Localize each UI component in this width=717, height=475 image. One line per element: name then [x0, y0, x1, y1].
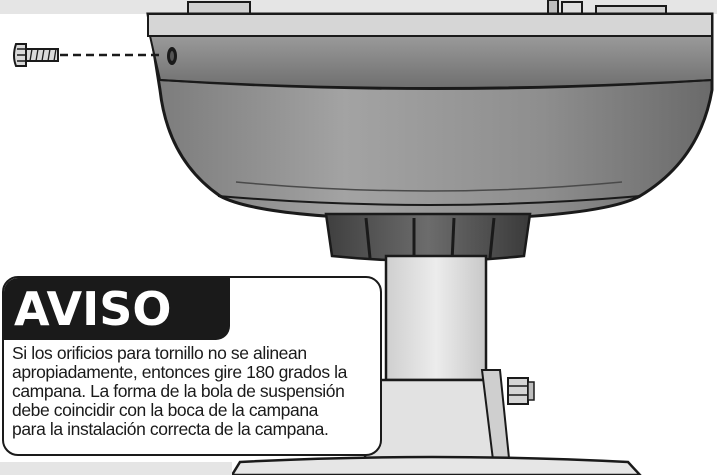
motor-housing	[230, 455, 642, 475]
bottom-band	[0, 462, 232, 475]
notice-box: AVISO Si los orificios para tornillo no …	[2, 276, 382, 456]
notice-line: campana. La forma de la bola de suspensi…	[12, 381, 345, 401]
notice-line: debe coincidir con la boca de la campana	[12, 400, 319, 420]
notice-header: AVISO	[4, 278, 230, 340]
notice-line: apropiadamente, entonces gire 180 grados…	[12, 362, 347, 382]
notice-body: Si los orificios para tornillo no se ali…	[12, 344, 376, 439]
notice-line: para la instalación correcta de la campa…	[12, 419, 329, 439]
canopy-bowl	[146, 12, 714, 222]
notice-line: Si los orificios para tornillo no se ali…	[12, 343, 307, 363]
canopy-screw-hole	[167, 47, 177, 65]
notice-title: AVISO	[14, 282, 172, 336]
screw-icon	[13, 43, 59, 67]
down-rod	[384, 254, 488, 382]
motor-coupler	[362, 369, 535, 470]
